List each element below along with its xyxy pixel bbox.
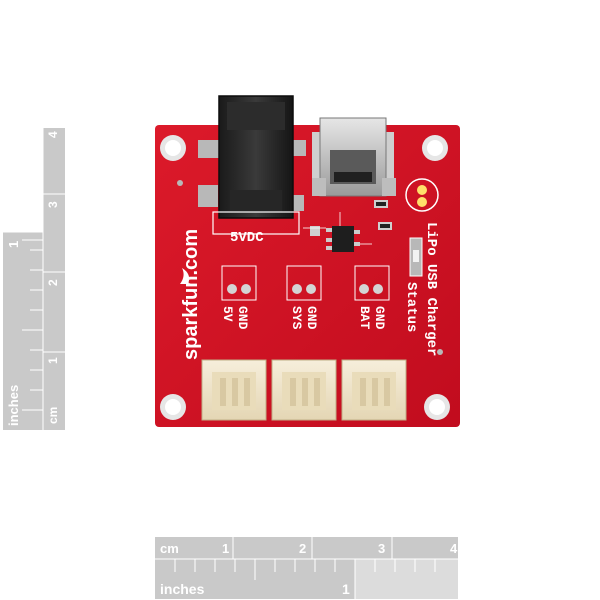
pin-label-gnd: GND [372, 306, 387, 330]
brand-text: sparkfun.com [180, 229, 202, 360]
bottom-ruler: cm 1 2 3 4 inches 1 [155, 537, 458, 599]
mounting-holes [160, 135, 450, 420]
lipo-charger-board: 5VDC [155, 95, 460, 427]
connector-group-1: GND 5V [201, 265, 267, 421]
silkscreen-lines [303, 212, 372, 245]
ruler-inch-tick-1: 1 [342, 581, 350, 597]
pin-label-gnd: GND [235, 306, 250, 330]
pin-label-sys: SYS [289, 306, 304, 330]
ruler-cm-label: cm [46, 407, 60, 424]
mini-usb-connector [312, 117, 396, 197]
connector-group-3: GND BAT [341, 265, 407, 421]
ruler-cm-label: cm [160, 541, 179, 556]
pin-label-bat: BAT [357, 306, 372, 330]
ruler-cm-tick-3: 3 [378, 541, 385, 556]
ruler-inch-strip [3, 232, 43, 430]
ruler-cm-tick-2: 2 [46, 279, 60, 286]
pin-label-gnd: GND [304, 306, 319, 330]
pin-label-5v: 5V [220, 306, 235, 322]
ruler-inch-label: inches [160, 581, 205, 597]
ruler-cm-tick-4: 4 [46, 131, 60, 138]
status-label: Status [403, 282, 419, 332]
board-title: LiPo USB Charger [423, 222, 439, 356]
brand-logo: sparkfun.com [180, 229, 202, 360]
flame-icon [180, 268, 190, 284]
dc-barrel-jack [198, 95, 306, 219]
ruler-cm-strip [155, 537, 458, 559]
ruler-cm-tick-1: 1 [46, 357, 60, 364]
left-ruler: cm 1 2 3 4 inches 1 [3, 128, 65, 430]
smd-components [310, 178, 439, 277]
ruler-cm-strip [43, 128, 65, 430]
power-input-label: 5VDC [230, 230, 264, 246]
ruler-cm-tick-4: 4 [450, 541, 458, 556]
ruler-inch-tick-1: 1 [6, 241, 21, 248]
ruler-inch-label: inches [6, 385, 21, 426]
ruler-cm-tick-2: 2 [299, 541, 306, 556]
ruler-cm-tick-1: 1 [222, 541, 229, 556]
ruler-cm-tick-3: 3 [46, 201, 60, 208]
connector-group-2: GND SYS [271, 265, 337, 421]
